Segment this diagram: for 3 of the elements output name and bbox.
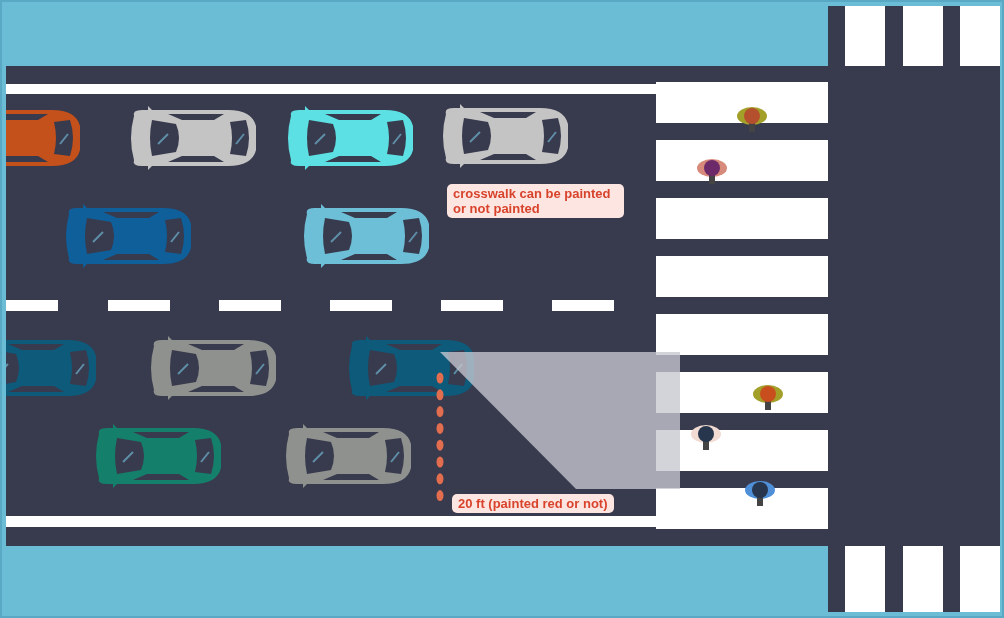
callout-note: 20 ft (painted red or not) <box>452 494 614 513</box>
sight-triangle <box>440 352 680 489</box>
callout-note: crosswalk can be painted or not painted <box>447 184 624 218</box>
